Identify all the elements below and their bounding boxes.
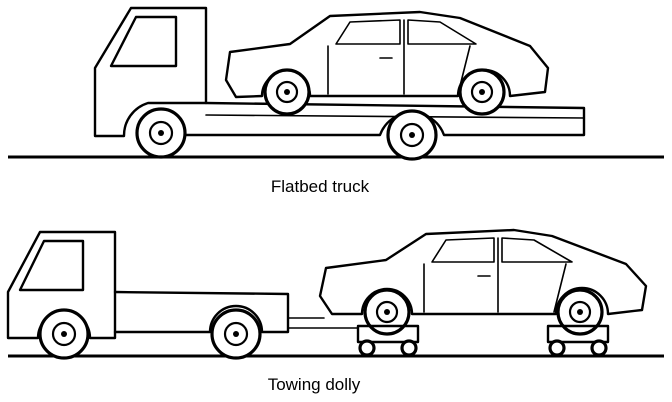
- tow-bar: [287, 317, 359, 329]
- dolly-tow-truck: [6, 230, 359, 360]
- towed-car-front-wheel: [363, 288, 411, 336]
- car-rear-window: [407, 19, 477, 45]
- towing-dolly-illustration: Towing dolly: [6, 228, 664, 394]
- towed-car-rear-wheel: [556, 288, 604, 336]
- rear-dolly-left-wheel: [548, 339, 566, 357]
- flatbed-caption: Flatbed truck: [271, 177, 370, 196]
- rear-dolly-frame: [546, 324, 610, 344]
- front-dolly-right-wheel: [400, 339, 418, 357]
- flatbed-rear-wheel: [386, 109, 438, 161]
- front-towing-dolly: [356, 324, 420, 357]
- car-on-flatbed: [224, 10, 550, 116]
- flatbed-front-wheel: [135, 107, 187, 159]
- towed-car-front-window: [431, 237, 495, 263]
- flatbed-cab-window: [109, 15, 178, 68]
- car-door-lines: [327, 19, 471, 95]
- car-on-dolly: [318, 228, 648, 336]
- flatbed-truck-illustration: Flatbed truck: [8, 6, 664, 196]
- flatbed-truck: [93, 6, 586, 161]
- dolly-truck-rear-wheel: [210, 308, 262, 360]
- dolly-truck-bed: [113, 290, 290, 334]
- flatbed-bed: [180, 101, 586, 137]
- car-rear-wheel: [458, 68, 506, 116]
- front-dolly-frame: [356, 324, 420, 344]
- rear-dolly-right-wheel: [590, 339, 608, 357]
- front-dolly-left-wheel: [358, 339, 376, 357]
- dolly-caption: Towing dolly: [268, 375, 361, 394]
- dolly-truck-cab-window: [18, 239, 85, 292]
- towed-car-rear-window: [501, 237, 573, 263]
- towed-car-door-lines: [423, 237, 567, 313]
- rear-towing-dolly: [546, 324, 610, 357]
- car-front-wheel: [263, 68, 311, 116]
- dolly-truck-front-wheel: [38, 308, 90, 360]
- car-front-window: [335, 19, 401, 45]
